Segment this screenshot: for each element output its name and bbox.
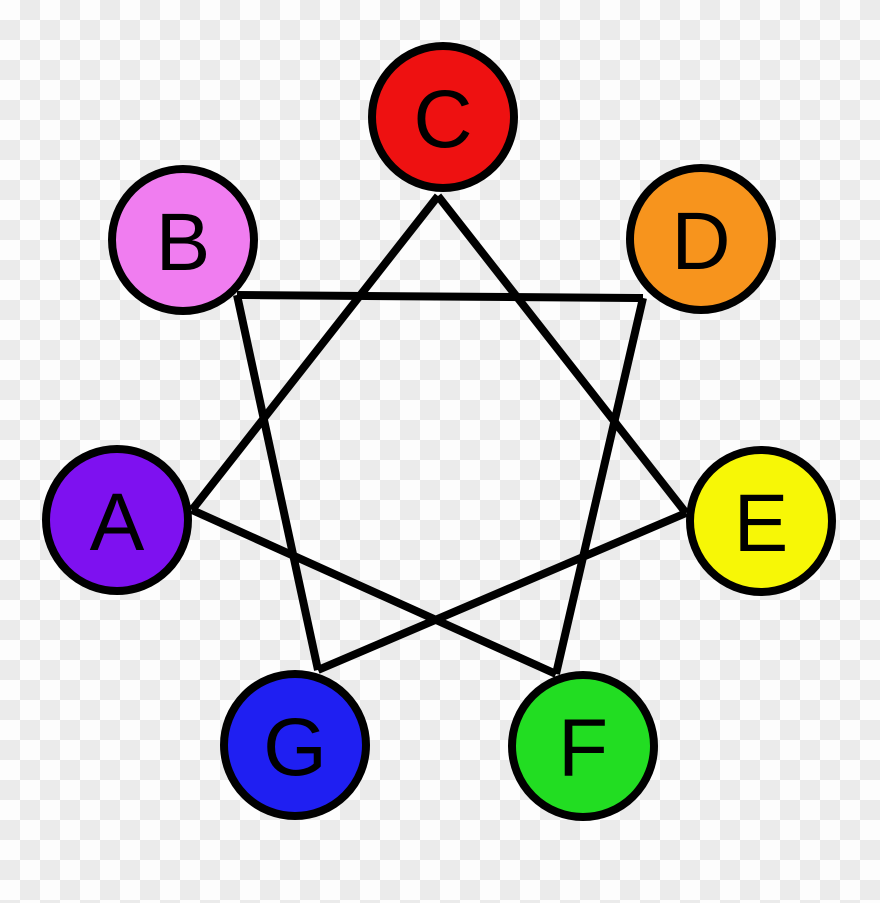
edge-B-D [236, 291, 644, 302]
edge-G-B [233, 294, 322, 671]
node-F [508, 671, 658, 821]
node-C [368, 42, 518, 192]
node-A [42, 445, 192, 595]
node-label-G: G [263, 702, 327, 793]
node-D [626, 164, 776, 314]
node-G [220, 670, 370, 820]
edge-A-C [188, 193, 442, 513]
edge-F-A [190, 506, 558, 678]
node-B [108, 165, 258, 315]
node-label-B: B [156, 197, 211, 288]
edge-E-G [316, 509, 688, 674]
edge-D-F [552, 297, 647, 675]
node-label-D: D [671, 196, 730, 287]
node-label-E: E [734, 478, 789, 569]
node-label-A: A [90, 477, 145, 568]
node-label-C: C [413, 74, 472, 165]
edge-C-E [434, 193, 690, 516]
node-label-F: F [558, 703, 608, 794]
node-E [686, 446, 836, 596]
